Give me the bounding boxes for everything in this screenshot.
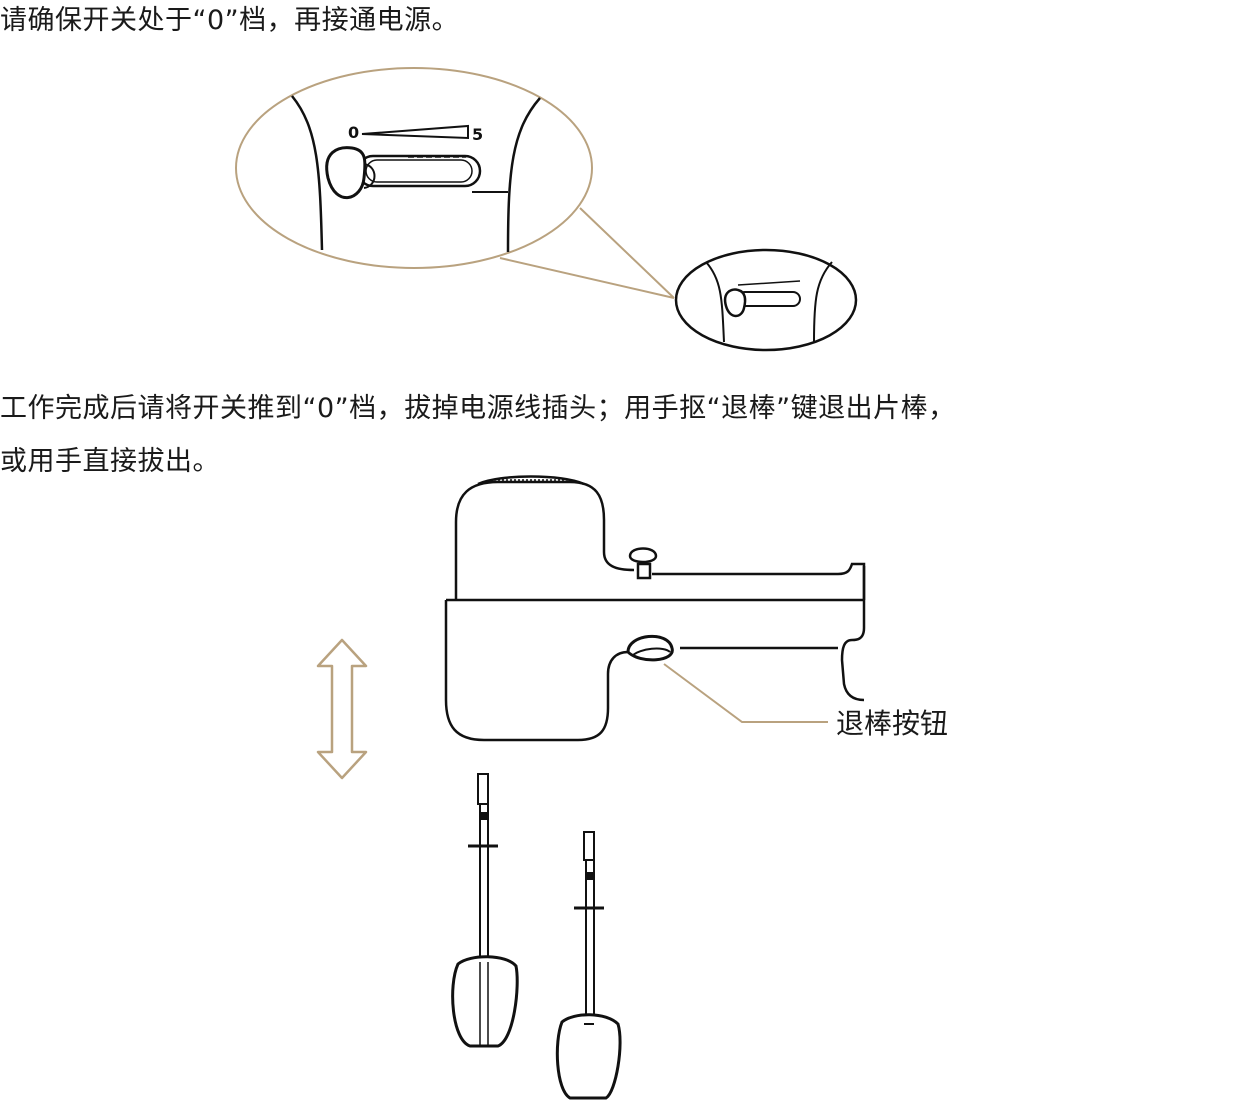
instruction-step-2-line-2: 或用手直接拔出。 [0,446,220,477]
scale-max-label: 5 [472,125,483,144]
instruction-step-2-line-1: 工作完成后请将开关推到“0”档，拔掉电源线插头；用手抠“退棒”键退出片棒， [0,393,956,424]
beater-left [451,773,519,1048]
eject-button-label: 退棒按钮 [836,707,949,740]
switch-knob-icon [325,146,367,200]
instruction-step-1: 请确保开关处于“0”档，再接通电源。 [0,5,460,36]
beater-right [555,831,622,1100]
mixer-body [444,475,866,742]
switch-zoom-callout: 0 5 [235,67,675,299]
scale-min-label: 0 [348,123,359,142]
up-down-arrow-icon [316,638,368,780]
instruction-step-2: 工作完成后请将开关推到“0”档，拔掉电源线插头；用手抠“退棒”键退出片棒， 或用… [0,382,1246,488]
switch-small-view [674,248,858,352]
